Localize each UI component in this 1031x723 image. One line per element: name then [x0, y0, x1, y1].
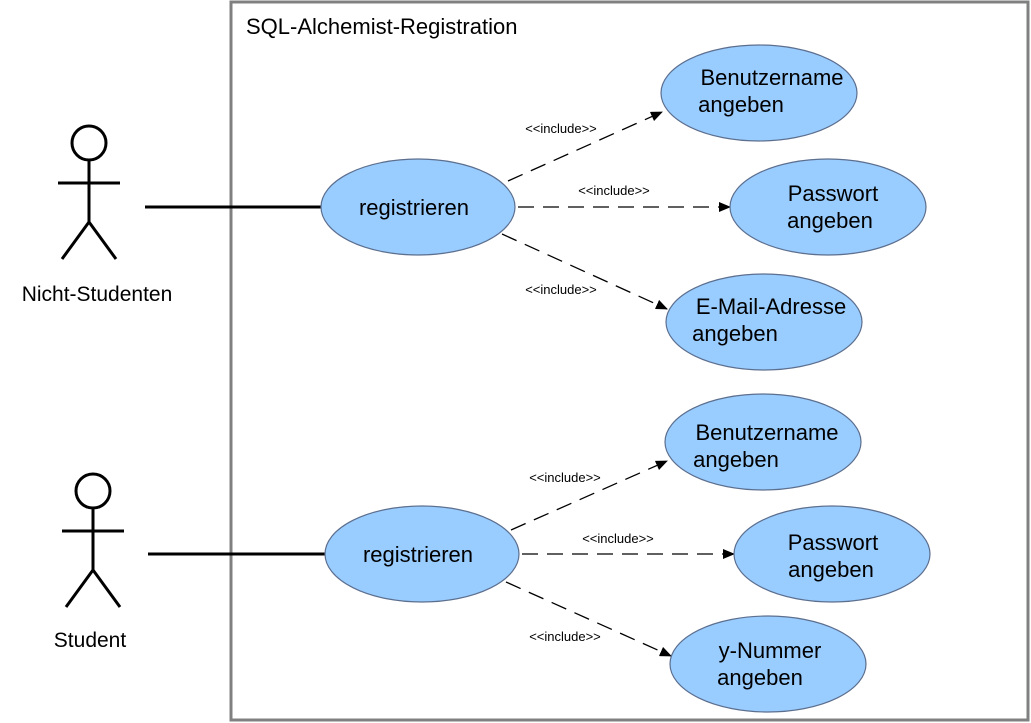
use-case-ellipse — [324, 505, 520, 603]
use-case-label: angeben — [692, 321, 778, 346]
include-arrow — [507, 111, 663, 182]
include-label: <<include>> — [525, 121, 597, 136]
use-case-label: Passwort — [788, 181, 878, 206]
use-case-label: angeben — [788, 557, 874, 582]
system-title: SQL-Alchemist-Registration — [246, 14, 517, 39]
use-case-label: y-Nummer — [719, 638, 822, 663]
use-case-label: Benutzername — [695, 420, 838, 445]
use-case-ellipse — [665, 273, 863, 371]
actor-nicht-studenten: Nicht-Studenten — [22, 124, 173, 306]
use-case-ellipse — [320, 158, 516, 256]
actor-head — [70, 124, 108, 162]
use-case-label: Passwort — [788, 530, 878, 555]
use-case-ellipse — [733, 505, 931, 603]
include-label: <<include>> — [525, 282, 597, 297]
use-case-ellipse — [660, 44, 858, 142]
include-label: <<include>> — [578, 183, 650, 198]
use-case-registrieren: registrieren — [320, 158, 516, 256]
use-case-passwort-angeben: Passwort angeben — [733, 505, 931, 603]
use-case-benutzername-angeben: Benutzername angeben — [660, 44, 858, 142]
use-case-registrieren: registrieren — [324, 505, 520, 603]
include-arrow — [510, 460, 668, 531]
actor-label: Student — [54, 629, 127, 652]
use-case-passwort-angeben: Passwort angeben — [729, 158, 927, 256]
use-case-label: angeben — [693, 447, 779, 472]
use-case-ellipse — [669, 615, 867, 713]
use-case-benutzername-angeben: Benutzername angeben — [664, 393, 862, 491]
use-case-label: angeben — [698, 92, 784, 117]
use-case-ellipse — [729, 158, 927, 256]
actor-student: Student — [54, 472, 127, 652]
use-case-ellipse — [664, 393, 862, 491]
include-arrow — [501, 233, 668, 310]
include-label: <<include>> — [582, 531, 654, 546]
use-case-label: E-Mail-Adresse — [696, 294, 846, 319]
use-case-label: angeben — [717, 665, 803, 690]
include-arrow — [505, 581, 672, 657]
use-case-label: registrieren — [359, 195, 469, 220]
include-label: <<include>> — [529, 629, 601, 644]
include-label: <<include>> — [529, 470, 601, 485]
actor-head — [74, 472, 112, 510]
use-case-label: Benutzername — [700, 65, 843, 90]
use-case-label: registrieren — [363, 542, 473, 567]
use-case-y-nummer-angeben: y-Nummer angeben — [669, 615, 867, 713]
use-case-email-adresse-angeben: E-Mail-Adresse angeben — [665, 273, 863, 371]
system-boundary — [229, 0, 1030, 722]
actor-label: Nicht-Studenten — [22, 283, 173, 306]
use-case-label: angeben — [787, 208, 873, 233]
